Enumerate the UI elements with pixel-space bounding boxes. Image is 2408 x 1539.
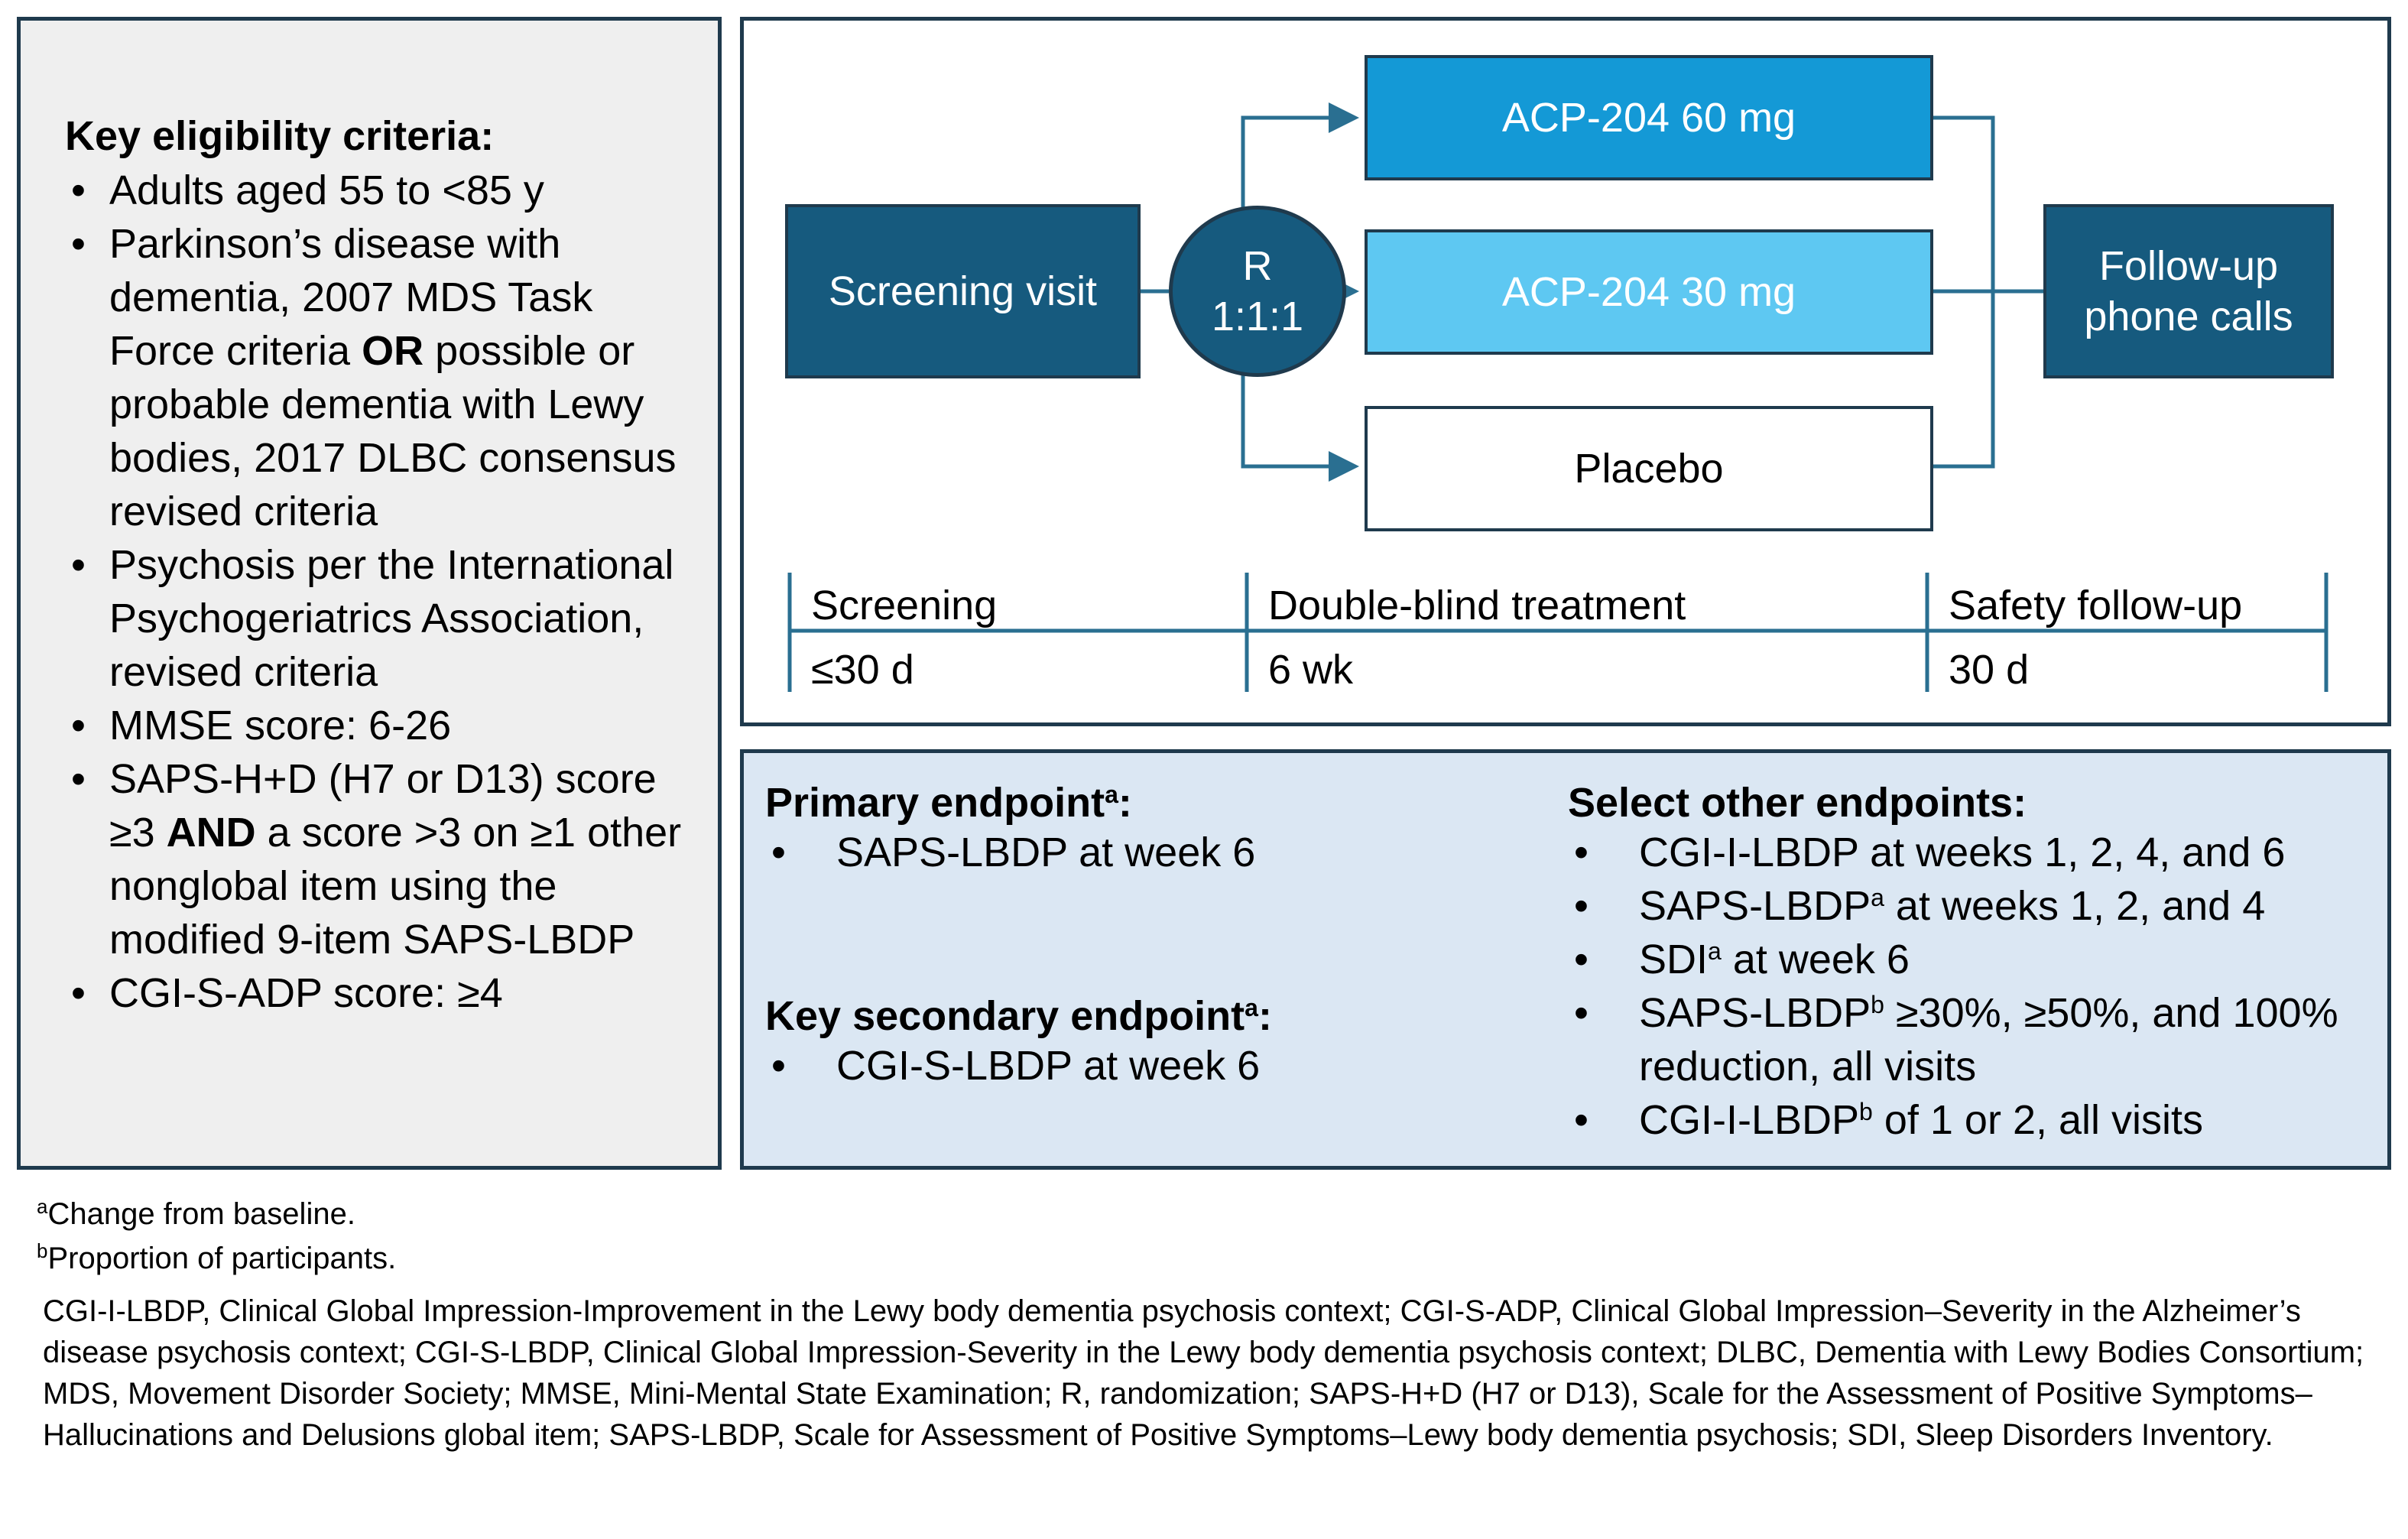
phase-name-screening: Screening xyxy=(811,583,998,628)
other-endpoint-text: at week 6 xyxy=(1721,937,1910,983)
connector-arm3-out xyxy=(1933,291,1995,469)
criteria-text: Psychosis per the International Psychoge… xyxy=(109,542,674,696)
key-secondary-item-text: CGI-S-LBDP at week 6 xyxy=(836,1043,1261,1089)
arm-box-30mg: ACP-204 30 mg xyxy=(1365,229,1933,355)
primary-endpoint-item: SAPS-LBDP at week 6 xyxy=(765,826,1530,879)
other-endpoint-item: CGI-I-LBDP at weeks 1, 2, 4, and 6 xyxy=(1568,826,2371,879)
criteria-text: MMSE score: 6-26 xyxy=(109,703,452,749)
study-design-panel: Screening visit R 1:1:1 ACP-204 60 mg AC… xyxy=(740,17,2391,726)
eligibility-panel: Key eligibility criteria: Adults aged 55… xyxy=(17,17,722,1170)
randomization-label: R xyxy=(1242,243,1273,289)
primary-endpoint-item-text: SAPS-LBDP at week 6 xyxy=(836,830,1256,876)
endpoints-panel: Primary endpointa: SAPS-LBDP at week 6 K… xyxy=(740,749,2391,1170)
other-endpoint-item: CGI-I-LBDPb of 1 or 2, all visits xyxy=(1568,1093,2371,1147)
randomization-ratio: 1:1:1 xyxy=(1211,294,1304,339)
primary-endpoint-heading: Primary endpointa: xyxy=(765,780,1132,826)
footnote-marker: a xyxy=(1871,884,1884,912)
criteria-text: SAPS-H+D (H7 or D13) score ≥3 xyxy=(109,756,657,856)
criteria-item: MMSE score: 6-26 xyxy=(65,699,707,752)
other-endpoint-text: SAPS-LBDP xyxy=(1639,990,1871,1037)
screening-visit-label: Screening visit xyxy=(828,268,1098,314)
criteria-item: CGI-S-ADP score: ≥4 xyxy=(65,966,707,1020)
key-secondary-section: Key secondary endpointa: CGI-S-LBDP at w… xyxy=(765,993,1530,1093)
criteria-item: Psychosis per the International Psychoge… xyxy=(65,538,707,699)
key-secondary-list: CGI-S-LBDP at week 6 xyxy=(765,1039,1530,1093)
arm-box-60mg: ACP-204 60 mg xyxy=(1365,55,1933,180)
phase-duration-screening: ≤30 d xyxy=(811,647,914,693)
other-endpoints-section: Select other endpoints: CGI-I-LBDP at we… xyxy=(1568,780,2371,1147)
criteria-text: possible or probable dementia with Lewy … xyxy=(109,328,677,535)
arm-label-30mg: ACP-204 30 mg xyxy=(1501,269,1796,315)
criteria-emphasis: OR xyxy=(362,328,424,375)
criteria-text: CGI-S-ADP score: ≥4 xyxy=(109,970,503,1017)
footnote-b: bProportion of participants. xyxy=(37,1239,397,1275)
other-endpoints-list: CGI-I-LBDP at weeks 1, 2, 4, and 6SAPS-L… xyxy=(1568,826,2371,1147)
other-endpoint-text: SDI xyxy=(1639,937,1709,983)
connector-r-to-arm1 xyxy=(1241,102,1359,243)
connector-arm1-out xyxy=(1933,115,1995,291)
other-endpoint-text: CGI-I-LBDP at weeks 1, 2, 4, and 6 xyxy=(1639,830,2286,876)
other-endpoint-item: SAPS-LBDPb ≥30%, ≥50%, and 100% reductio… xyxy=(1568,986,2371,1093)
followup-label: Follow-up phone calls xyxy=(2084,243,2293,339)
footnote-marker: b xyxy=(1871,991,1884,1019)
connector-r-to-arm3 xyxy=(1241,339,1359,482)
criteria-item: Adults aged 55 to <85 y xyxy=(65,164,707,217)
arm-label-placebo: Placebo xyxy=(1574,446,1724,492)
phase-name-followup: Safety follow-up xyxy=(1949,583,2243,628)
primary-endpoints-section: Primary endpointa: SAPS-LBDP at week 6 xyxy=(765,780,1530,879)
other-endpoint-text: of 1 or 2, all visits xyxy=(1872,1097,2204,1144)
followup-box: Follow-up phone calls xyxy=(2043,204,2334,378)
footnote-marker: b xyxy=(1859,1098,1873,1126)
criteria-text: Adults aged 55 to <85 y xyxy=(109,167,544,214)
phase-duration-treatment: 6 wk xyxy=(1268,647,1354,693)
criteria-text: a score >3 on ≥1 other nonglobal item us… xyxy=(109,810,682,963)
arm-box-placebo: Placebo xyxy=(1365,406,1933,531)
abbreviations-text: CGI-I-LBDP, Clinical Global Impression-I… xyxy=(43,1294,2364,1452)
criteria-item: SAPS-H+D (H7 or D13) score ≥3 AND a scor… xyxy=(65,752,707,966)
other-endpoint-text: ≥30%, ≥50%, and 100% reduction, all visi… xyxy=(1639,990,2338,1090)
arm-label-60mg: ACP-204 60 mg xyxy=(1501,95,1796,141)
phase-name-treatment: Double-blind treatment xyxy=(1268,583,1686,628)
other-endpoint-text: CGI-I-LBDP xyxy=(1639,1097,1860,1144)
eligibility-criteria-list: Adults aged 55 to <85 y Parkinson’s disea… xyxy=(65,164,707,1020)
other-endpoint-text: at weeks 1, 2, and 4 xyxy=(1884,883,2266,930)
criteria-emphasis: AND xyxy=(166,810,256,856)
other-endpoint-text: SAPS-LBDP xyxy=(1639,883,1871,930)
screening-visit-box: Screening visit xyxy=(785,204,1141,378)
other-endpoint-item: SAPS-LBDPa at weeks 1, 2, and 4 xyxy=(1568,879,2371,933)
randomization-circle: R 1:1:1 xyxy=(1169,206,1346,377)
other-endpoint-item: SDIa at week 6 xyxy=(1568,933,2371,986)
primary-endpoint-list: SAPS-LBDP at week 6 xyxy=(765,826,1530,879)
key-secondary-heading: Key secondary endpointa: xyxy=(765,993,1272,1039)
footnote-a: aChange from baseline. xyxy=(37,1195,355,1231)
phase-duration-followup: 30 d xyxy=(1949,647,2030,693)
eligibility-heading: Key eligibility criteria: xyxy=(65,113,495,159)
key-secondary-item: CGI-S-LBDP at week 6 xyxy=(765,1039,1530,1093)
other-endpoints-heading: Select other endpoints: xyxy=(1568,780,2027,826)
criteria-item: Parkinson’s disease with dementia, 2007 … xyxy=(65,217,707,538)
criteria-text: Parkinson’s disease with dementia, 2007 … xyxy=(109,221,593,375)
footnote-marker: a xyxy=(1708,937,1722,966)
